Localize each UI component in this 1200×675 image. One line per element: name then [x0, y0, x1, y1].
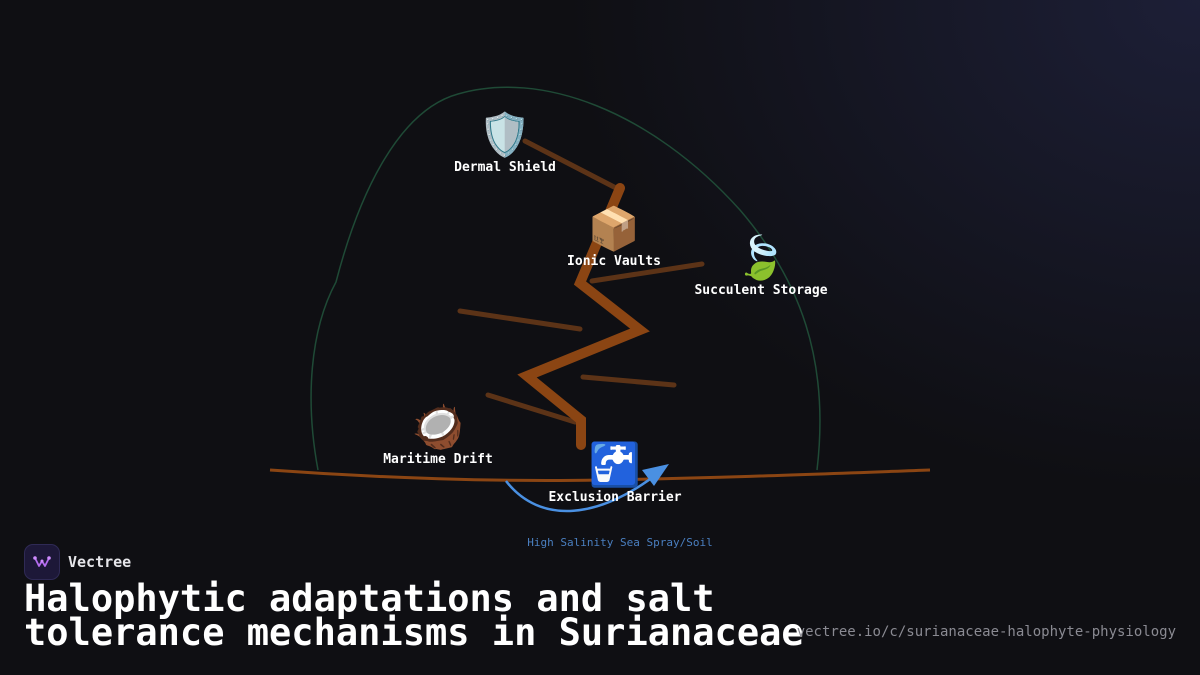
node-maritime-drift: 🥥 Maritime Drift — [383, 402, 493, 468]
exclusion-arrow — [505, 469, 663, 513]
vectree-logo-icon — [24, 544, 60, 580]
package-icon: 📦 — [587, 204, 641, 253]
source-url[interactable]: vectree.io/c/surianaceae-halophyte-physi… — [796, 624, 1176, 640]
exclusion-arrowhead — [642, 464, 669, 486]
salinity-footnote: High Salinity Sea Spray/Soil — [527, 536, 713, 549]
node-label: Dermal Shield — [454, 160, 556, 175]
shield-icon: 🛡️ — [478, 110, 532, 159]
canopy-outline — [310, 86, 821, 471]
branch-succulent — [589, 261, 705, 284]
branch-dermal — [522, 138, 619, 191]
page-title: Halophytic adaptations and salt toleranc… — [24, 577, 804, 654]
branch-right-lower — [580, 374, 677, 388]
brand[interactable]: Vectree — [24, 544, 131, 580]
branch-left-upper — [457, 308, 583, 332]
brand-name: Vectree — [68, 553, 132, 571]
node-label: Ionic Vaults — [567, 254, 661, 269]
trunk — [517, 183, 650, 450]
coconut-icon: 🥥 — [411, 402, 465, 451]
faucet-icon: 🚰 — [588, 440, 642, 489]
node-label: Maritime Drift — [383, 452, 493, 467]
node-label: Exclusion Barrier — [548, 490, 682, 505]
node-ionic-vaults: 📦 Ionic Vaults — [567, 204, 661, 270]
node-label: Succulent Storage — [694, 283, 828, 298]
node-dermal-shield: 🛡️ Dermal Shield — [454, 110, 556, 176]
branches — [457, 138, 705, 425]
node-exclusion-barrier: 🚰 Exclusion Barrier — [548, 440, 682, 506]
node-succulent-storage: 🍃 Succulent Storage — [694, 233, 828, 299]
leaf-icon: 🍃 — [734, 233, 788, 282]
ground-line — [269, 468, 931, 483]
branch-left-lower — [485, 392, 578, 425]
